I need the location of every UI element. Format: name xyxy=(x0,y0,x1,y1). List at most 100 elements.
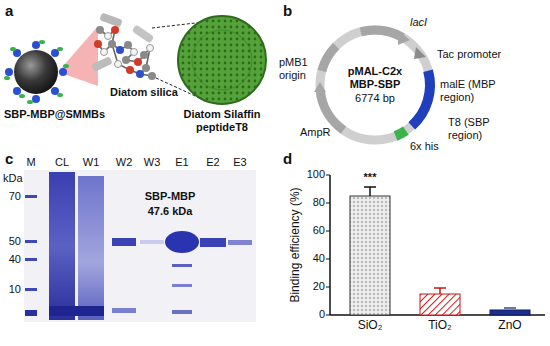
lane-label: W1 xyxy=(83,156,100,169)
axis-title: Binding efficiency (%) xyxy=(289,187,303,302)
magnetic-bead xyxy=(27,100,33,104)
tick-label: 100 xyxy=(307,168,325,181)
peptide-model xyxy=(111,26,119,34)
bars xyxy=(350,196,390,315)
sds-page-gel xyxy=(25,288,37,291)
magnetic-bead xyxy=(19,94,25,98)
magnetic-bead xyxy=(4,76,10,80)
peptide-model xyxy=(96,26,104,34)
peptide-model xyxy=(136,70,144,78)
marker-size: 70 xyxy=(9,190,21,203)
sds-page-gel xyxy=(25,310,37,316)
chart-axes xyxy=(326,175,545,315)
plasmid-feature: pMB1 origin xyxy=(279,56,319,81)
tick-label: 80 xyxy=(313,196,325,209)
bars xyxy=(364,186,376,188)
sds-page-gel xyxy=(25,258,37,261)
peptide-model xyxy=(134,58,142,66)
plasmid-map xyxy=(398,30,410,45)
magnetic-bead xyxy=(57,93,63,97)
peptide-model xyxy=(98,44,140,74)
chart-axes xyxy=(329,175,331,315)
bars xyxy=(369,187,371,196)
plasmid-map xyxy=(412,71,430,126)
marker-size: 50 xyxy=(9,235,21,248)
peptide-model xyxy=(147,45,154,52)
diatom-frustule xyxy=(178,16,266,104)
magnetic-bead xyxy=(5,41,67,103)
peptide-model xyxy=(142,64,150,72)
plasmid-name: pMAL-C2x MBP-SBP xyxy=(342,65,408,91)
chart-axes xyxy=(326,203,330,204)
lane-label: CL xyxy=(55,156,69,169)
plasmid-map xyxy=(414,47,426,59)
marker-size: 40 xyxy=(9,253,21,266)
sds-page-gel xyxy=(24,170,256,322)
panel-letter: a xyxy=(5,2,13,19)
annotation: Diatom Silaffin peptideT8 xyxy=(166,108,278,133)
sds-page-gel xyxy=(172,284,192,287)
lane-label: M xyxy=(26,156,35,169)
plasmid-feature: malE (MBP region) xyxy=(440,78,510,103)
light-beam xyxy=(58,26,98,86)
sds-page-gel xyxy=(172,264,192,267)
peptide-model xyxy=(122,56,130,64)
tick-label: 20 xyxy=(313,280,325,293)
magnetic-bead xyxy=(32,41,40,49)
category-label: ZnO xyxy=(498,319,521,333)
sds-page-gel xyxy=(25,195,37,316)
magnetic-bead xyxy=(5,68,13,76)
peptide-model xyxy=(148,72,156,80)
sds-page-gel xyxy=(25,240,37,243)
plasmid-map xyxy=(361,30,403,37)
magnetic-bead xyxy=(4,40,69,104)
magnetic-bead xyxy=(63,64,69,68)
lane-label: W3 xyxy=(144,156,161,169)
magnetic-bead xyxy=(4,40,69,104)
plasmid-map xyxy=(396,131,406,136)
peptide-model xyxy=(101,49,108,56)
chart-axes xyxy=(326,231,330,232)
sds-page-gel xyxy=(78,176,104,320)
magnetic-bead xyxy=(13,87,21,95)
bars xyxy=(434,287,446,289)
tick-label: 0 xyxy=(319,308,325,321)
sds-page-gel xyxy=(140,240,164,244)
plasmid-feature: lacI xyxy=(410,16,427,29)
magnetic-bead xyxy=(10,47,16,51)
lane-label: W2 xyxy=(116,156,133,169)
peptide-model xyxy=(124,41,132,49)
magnetic-bead xyxy=(59,68,67,76)
peptide-model xyxy=(140,51,148,59)
plasmid-map xyxy=(320,90,343,130)
chart-axes xyxy=(326,259,330,260)
peptide-model xyxy=(99,12,122,27)
chart-axes xyxy=(326,175,330,176)
lane-label: E2 xyxy=(206,156,219,169)
axis-unit: kDa xyxy=(3,172,23,185)
chart-axes xyxy=(326,315,330,316)
peptide-model xyxy=(116,46,124,54)
plasmid-map xyxy=(314,30,430,140)
sds-page-gel xyxy=(165,231,199,253)
plasmid-map xyxy=(314,82,326,92)
panel-letter: d xyxy=(283,150,292,167)
significance-mark: *** xyxy=(364,171,377,184)
bars xyxy=(490,310,530,315)
sds-page-gel xyxy=(49,306,104,316)
category-label: SiO₂ xyxy=(358,319,383,333)
plasmid-size: 6774 bp xyxy=(342,92,408,105)
light-beam xyxy=(58,26,98,86)
plasmid-center: pMAL-C2x MBP-SBP6774 bp xyxy=(342,65,408,105)
peptide-model xyxy=(91,56,113,72)
tick-label: 60 xyxy=(313,224,325,237)
plasmid-feature: 6x his xyxy=(410,140,439,153)
peptide-model xyxy=(131,49,138,56)
bars xyxy=(439,288,441,294)
plasmid-feature: Tac promoter xyxy=(437,48,501,61)
band-label: SBP-MBP xyxy=(145,190,196,203)
lane-label: E1 xyxy=(175,156,188,169)
peptide-model xyxy=(126,66,134,74)
magnetic-bead xyxy=(32,95,40,103)
